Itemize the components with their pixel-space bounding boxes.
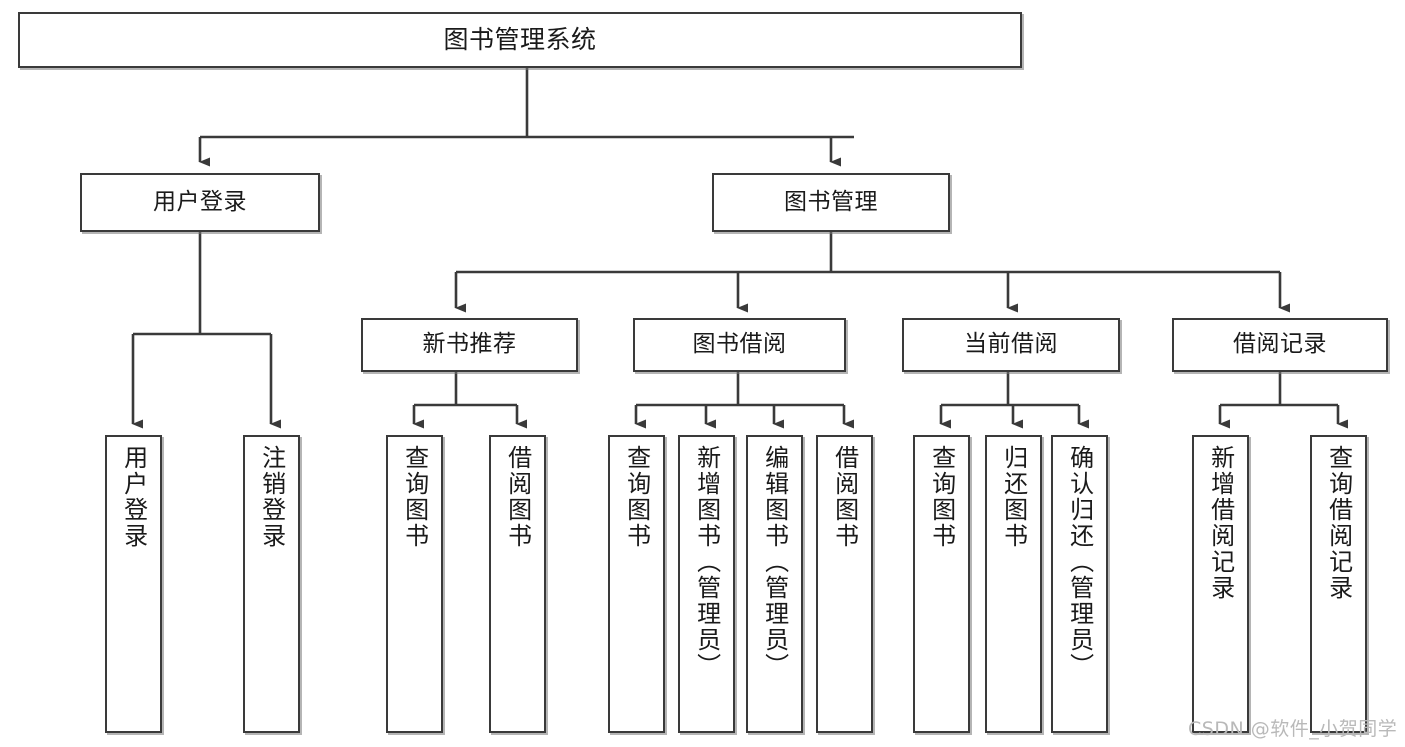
- leaf-node-label: 借阅图书: [503, 445, 532, 549]
- leaf-node-label: 查询图书: [927, 445, 956, 549]
- leaf-node[interactable]: 查询借阅记录: [1310, 435, 1367, 733]
- node-book-management-label: 图书管理: [784, 188, 878, 215]
- leaf-node-label: 新增借阅记录: [1206, 445, 1235, 601]
- leaf-node-label: 查询图书: [622, 445, 651, 549]
- leaf-node[interactable]: 查询图书: [913, 435, 970, 733]
- node-user-login[interactable]: 用户登录: [80, 173, 320, 232]
- leaf-node[interactable]: 借阅图书: [816, 435, 873, 733]
- node-user-login-label: 用户登录: [153, 188, 247, 215]
- node-current-borrow[interactable]: 当前借阅: [902, 318, 1120, 372]
- watermark: CSDN @软件_小贺同学: [1188, 718, 1398, 740]
- node-borrow-record-label: 借阅记录: [1233, 331, 1327, 358]
- leaf-node-label: 查询借阅记录: [1324, 445, 1353, 601]
- leaf-node[interactable]: 注销登录: [243, 435, 300, 733]
- leaf-node-label: 新增图书（管理员）: [692, 445, 721, 679]
- leaf-node[interactable]: 用户登录: [105, 435, 162, 733]
- leaf-node[interactable]: 查询图书: [608, 435, 665, 733]
- node-book-borrow[interactable]: 图书借阅: [633, 318, 846, 372]
- leaf-node[interactable]: 借阅图书: [489, 435, 546, 733]
- node-root-label: 图书管理系统: [443, 25, 597, 55]
- node-root[interactable]: 图书管理系统: [18, 12, 1022, 68]
- leaf-node-label: 借阅图书: [830, 445, 859, 549]
- leaf-node-label: 归还图书: [999, 445, 1028, 549]
- leaf-node-label: 确认归还（管理员）: [1065, 445, 1094, 679]
- node-new-book-recommend-label: 新书推荐: [422, 331, 517, 358]
- node-current-borrow-label: 当前借阅: [964, 331, 1058, 358]
- leaf-node-label: 查询图书: [400, 445, 429, 549]
- leaf-node-label: 注销登录: [257, 445, 286, 549]
- leaf-node[interactable]: 查询图书: [386, 435, 443, 733]
- node-new-book-recommend[interactable]: 新书推荐: [361, 318, 578, 372]
- leaf-node[interactable]: 归还图书: [985, 435, 1042, 733]
- leaf-node[interactable]: 编辑图书（管理员）: [746, 435, 803, 733]
- node-borrow-record[interactable]: 借阅记录: [1172, 318, 1388, 372]
- node-book-management[interactable]: 图书管理: [712, 173, 950, 232]
- leaf-node-label: 编辑图书（管理员）: [760, 445, 789, 679]
- leaf-node-label: 用户登录: [119, 445, 148, 549]
- leaf-node[interactable]: 确认归还（管理员）: [1051, 435, 1108, 733]
- leaf-node[interactable]: 新增图书（管理员）: [678, 435, 735, 733]
- node-book-borrow-label: 图书借阅: [692, 331, 787, 358]
- leaf-node[interactable]: 新增借阅记录: [1192, 435, 1249, 733]
